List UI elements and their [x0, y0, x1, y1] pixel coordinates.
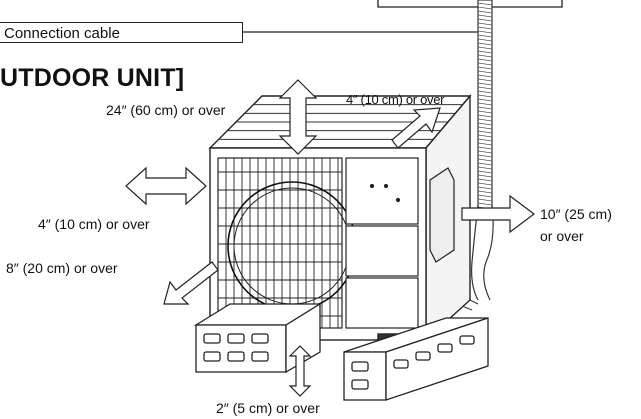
rear-clearance-arrow — [391, 107, 441, 149]
front-clearance-arrow — [163, 261, 219, 305]
connection-cable-callout: Connection cable — [0, 22, 243, 43]
outdoor-unit-body — [208, 94, 472, 343]
indoor-unit-box-outline — [377, 0, 563, 8]
left-side-clearance-arrow — [125, 166, 207, 206]
connection-cable-label: Connection cable — [4, 25, 120, 42]
top-clearance-label: 24″ (60 cm) or over — [106, 102, 226, 118]
bottom-clearance-label: 2″ (5 cm) or over — [216, 400, 320, 416]
bottom-clearance-arrow — [288, 345, 312, 397]
mounting-block-right — [343, 317, 489, 401]
right-side-clearance-label-line2: or over — [540, 228, 584, 244]
top-clearance-arrow — [278, 79, 318, 155]
rear-clearance-label: 4″ (10 cm) or over — [346, 92, 445, 107]
front-clearance-label: 8″ (20 cm) or over — [6, 260, 118, 276]
right-side-clearance-label-line1: 10″ (25 cm) — [540, 206, 612, 222]
right-side-clearance-arrow — [461, 194, 535, 234]
left-side-clearance-label: 4″ (10 cm) or over — [38, 216, 150, 232]
outdoor-unit-heading: UTDOOR UNIT] — [0, 64, 185, 92]
